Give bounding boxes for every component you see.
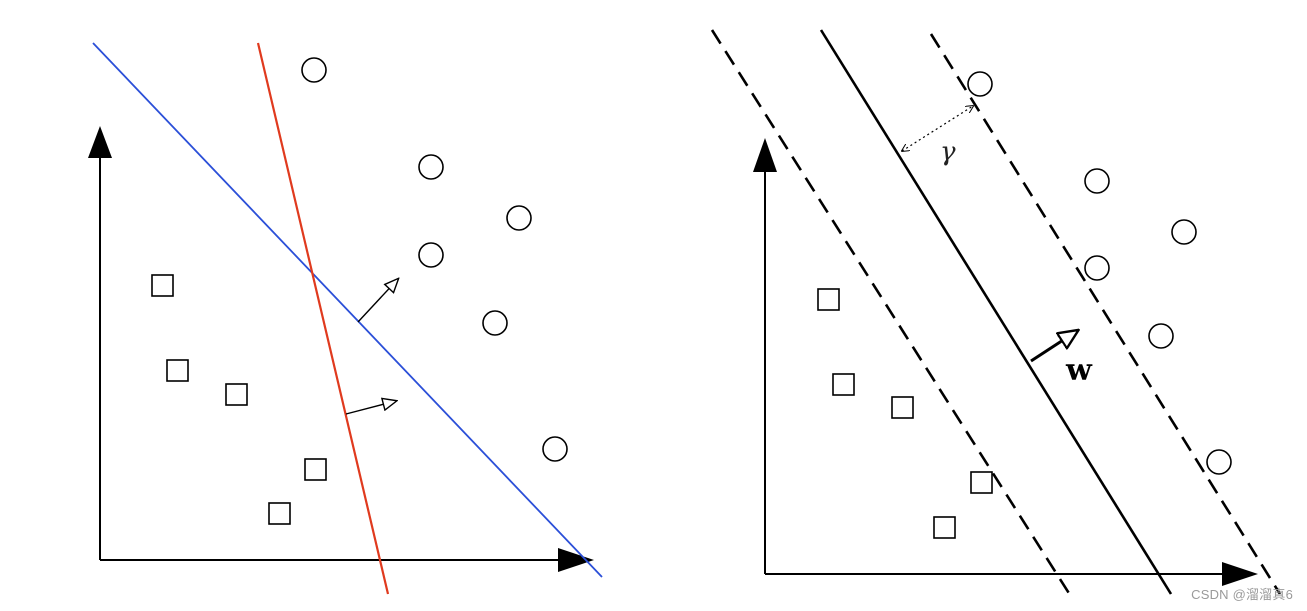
right-panel: γ w [710, 29, 1282, 599]
data-point-square [970, 471, 993, 494]
left-x-axis-arrow-icon [558, 548, 594, 572]
data-point-square [166, 359, 189, 382]
margin-gamma-label: γ [940, 137, 956, 167]
data-point-circle [1171, 219, 1197, 245]
data-point-square [225, 383, 248, 406]
data-point-circle [542, 436, 568, 462]
data-point-circle [418, 242, 444, 268]
margin-gamma-arrow [902, 106, 973, 151]
data-point-circle [1084, 168, 1110, 194]
right-x-axis-arrow-icon [1222, 562, 1258, 586]
red-normal-arrow [345, 401, 396, 415]
watermark: CSDN @溜溜真6 [1191, 587, 1293, 602]
data-point-circle [1206, 449, 1232, 475]
left-y-axis-arrow-icon [88, 126, 112, 158]
right-circle-points [967, 71, 1232, 475]
data-point-circle [1148, 323, 1174, 349]
blue-normal-arrow [357, 279, 398, 323]
data-point-circle [482, 310, 508, 336]
normal-vector-w-label: w [1065, 353, 1093, 388]
data-point-circle [418, 154, 444, 180]
margin-line-upper [929, 33, 1282, 595]
data-point-circle [301, 57, 327, 83]
data-point-circle [506, 205, 532, 231]
left-axes [88, 126, 594, 572]
decision-boundary [819, 29, 1173, 595]
data-point-square [268, 502, 291, 525]
data-point-circle [967, 71, 993, 97]
left-panel [88, 42, 603, 595]
data-point-square [832, 373, 855, 396]
right-square-points [817, 288, 993, 539]
margin-line-lower [710, 29, 1074, 599]
data-point-circle [1084, 255, 1110, 281]
left-square-points [151, 274, 327, 525]
data-point-square [304, 458, 327, 481]
red-boundary [256, 42, 390, 595]
data-point-square [151, 274, 174, 297]
right-y-axis-arrow-icon [753, 138, 777, 172]
blue-boundary [92, 42, 603, 578]
data-point-square [891, 396, 914, 419]
normal-vector-w-arrow [1030, 331, 1077, 363]
left-circle-points [301, 57, 568, 462]
data-point-square [817, 288, 840, 311]
data-point-square [933, 516, 956, 539]
right-axes [753, 138, 1258, 586]
